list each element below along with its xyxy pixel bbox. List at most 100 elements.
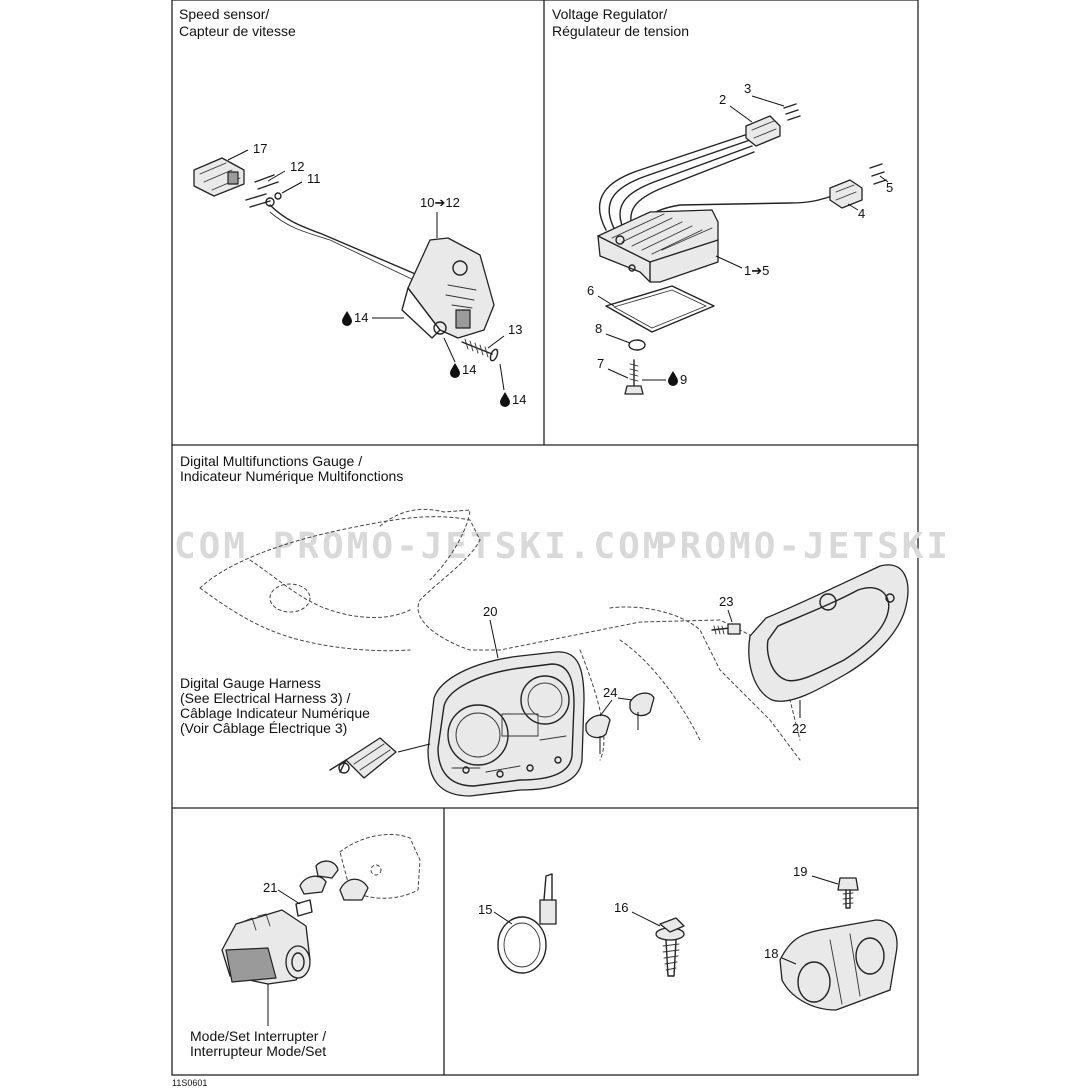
callout-11: 11 (281, 171, 321, 194)
svg-text:Câblage Indicateur Numérique: Câblage Indicateur Numérique (180, 705, 370, 721)
voltage-regulator-body (597, 209, 719, 283)
oil-drop-icon (668, 371, 678, 386)
svg-text:11: 11 (307, 171, 321, 186)
callout-18: 18 (764, 946, 797, 965)
callout-24: 24 (599, 685, 633, 717)
callout-14-a: 14 (342, 310, 404, 326)
svg-text:9: 9 (680, 372, 687, 387)
svg-text:13: 13 (508, 322, 522, 337)
speed-sensor-body (401, 237, 495, 339)
speed-sensor-connector (193, 157, 245, 197)
regulator-screw (624, 359, 644, 395)
svg-text:22: 22 (792, 721, 806, 736)
svg-text:3: 3 (744, 81, 751, 96)
callout-20: 20 (483, 604, 499, 659)
svg-text:21: 21 (263, 880, 277, 895)
svg-text:14: 14 (512, 392, 526, 407)
gauge-bezel (748, 564, 909, 702)
gauge-plugs (585, 692, 655, 754)
svg-text:(See Electrical Harness 3) /: (See Electrical Harness 3) / (180, 690, 351, 706)
oil-drop-icon (450, 363, 460, 378)
callout-21: 21 (263, 880, 301, 905)
hose-clip (779, 919, 898, 1011)
svg-text:10➔12: 10➔12 (420, 195, 460, 210)
callout-2: 2 (719, 92, 753, 123)
sensor-cable (269, 204, 421, 277)
tapping-screw (655, 917, 685, 977)
callout-22: 22 (792, 700, 806, 736)
svg-text:8: 8 (595, 321, 602, 336)
regulator-connector-a (745, 103, 801, 147)
callout-6: 6 (587, 283, 615, 307)
svg-text:16: 16 (614, 900, 628, 915)
digital-gauge-title-fr: Indicateur Numérique Multifonctions (180, 468, 403, 484)
callout-7: 7 (597, 356, 629, 379)
callout-14-c: 14 (499, 363, 526, 407)
speed-sensor-title-en: Speed sensor/ (179, 6, 269, 22)
speed-sensor-section: Speed sensor/ Capteur de vitesse (179, 6, 526, 407)
callout-23: 23 (719, 594, 733, 623)
callout-16: 16 (614, 900, 661, 927)
svg-text:17: 17 (253, 141, 267, 156)
speed-sensor-title-fr: Capteur de vitesse (179, 23, 296, 39)
mode-switch-title-en: Mode/Set Interrupter / (190, 1028, 326, 1044)
handlebar-outline (339, 834, 421, 899)
callout-9: 9 (642, 371, 687, 387)
gauge-harness-connector (329, 737, 431, 779)
fasteners-section: 15 16 19 (478, 864, 898, 1011)
callout-19: 19 (793, 864, 839, 885)
callout-4: 4 (847, 203, 865, 221)
svg-text:6: 6 (587, 283, 594, 298)
svg-text:14: 14 (462, 362, 476, 377)
callout-3: 3 (744, 81, 785, 107)
svg-text:Digital Gauge Harness: Digital Gauge Harness (180, 675, 321, 691)
svg-text:2: 2 (719, 92, 726, 107)
gauge-bolt (711, 623, 741, 635)
svg-text:14: 14 (354, 310, 368, 325)
callout-14-b: 14 (443, 337, 476, 378)
callout-1-5: 1➔5 (715, 255, 769, 278)
mode-switch-housing (221, 909, 311, 985)
svg-text:7: 7 (597, 356, 604, 371)
watermark: COM PROMO-JETSKI.COM PROMO-JETSKI (174, 526, 951, 567)
voltage-regulator-title-fr: Régulateur de tension (552, 23, 689, 39)
regulator-washer (628, 339, 646, 351)
svg-text:4: 4 (858, 206, 865, 221)
callout-10-12: 10➔12 (420, 195, 460, 238)
digital-gauge-section: Digital Multifunctions Gauge / Indicateu… (180, 453, 909, 797)
drawing-id: 11S0601 (172, 1078, 207, 1088)
oil-drop-icon (342, 311, 352, 326)
svg-text:1➔5: 1➔5 (744, 263, 769, 278)
callout-12: 12 (267, 159, 304, 182)
cable-tie (497, 873, 557, 974)
svg-text:24: 24 (603, 685, 617, 700)
callout-5: 5 (879, 175, 893, 195)
mode-switch-title-fr: Interrupteur Mode/Set (190, 1043, 326, 1059)
digital-gauge (427, 651, 585, 797)
svg-text:15: 15 (478, 902, 492, 917)
watercraft-outline (199, 508, 801, 761)
svg-text:18: 18 (764, 946, 778, 961)
svg-text:19: 19 (793, 864, 807, 879)
switch-buttons (295, 860, 369, 917)
svg-text:23: 23 (719, 594, 733, 609)
regulator-connector-b (829, 163, 887, 209)
frame-grid (171, 0, 919, 1076)
sensor-screw (461, 338, 499, 362)
harness-note: Digital Gauge Harness (See Electrical Ha… (180, 675, 370, 736)
callout-17: 17 (227, 141, 267, 161)
svg-text:12: 12 (290, 159, 304, 174)
mode-switch-section: 21 Mode/Set Interrupter / Interrupteur M… (190, 834, 421, 1059)
digital-gauge-title-en: Digital Multifunctions Gauge / (180, 453, 362, 469)
svg-text:(Voir Câblage Électrique 3): (Voir Câblage Électrique 3) (180, 720, 347, 736)
voltage-regulator-title-en: Voltage Regulator/ (552, 6, 667, 22)
watermark-right: PROMO-JETSKI (655, 526, 951, 567)
regulator-gasket (605, 285, 715, 333)
svg-text:5: 5 (886, 180, 893, 195)
svg-text:20: 20 (483, 604, 497, 619)
callout-15: 15 (478, 902, 513, 925)
voltage-regulator-section: Voltage Regulator/ Régulateur de tension (552, 6, 893, 395)
callout-13: 13 (487, 322, 522, 349)
oil-drop-icon (500, 392, 510, 407)
